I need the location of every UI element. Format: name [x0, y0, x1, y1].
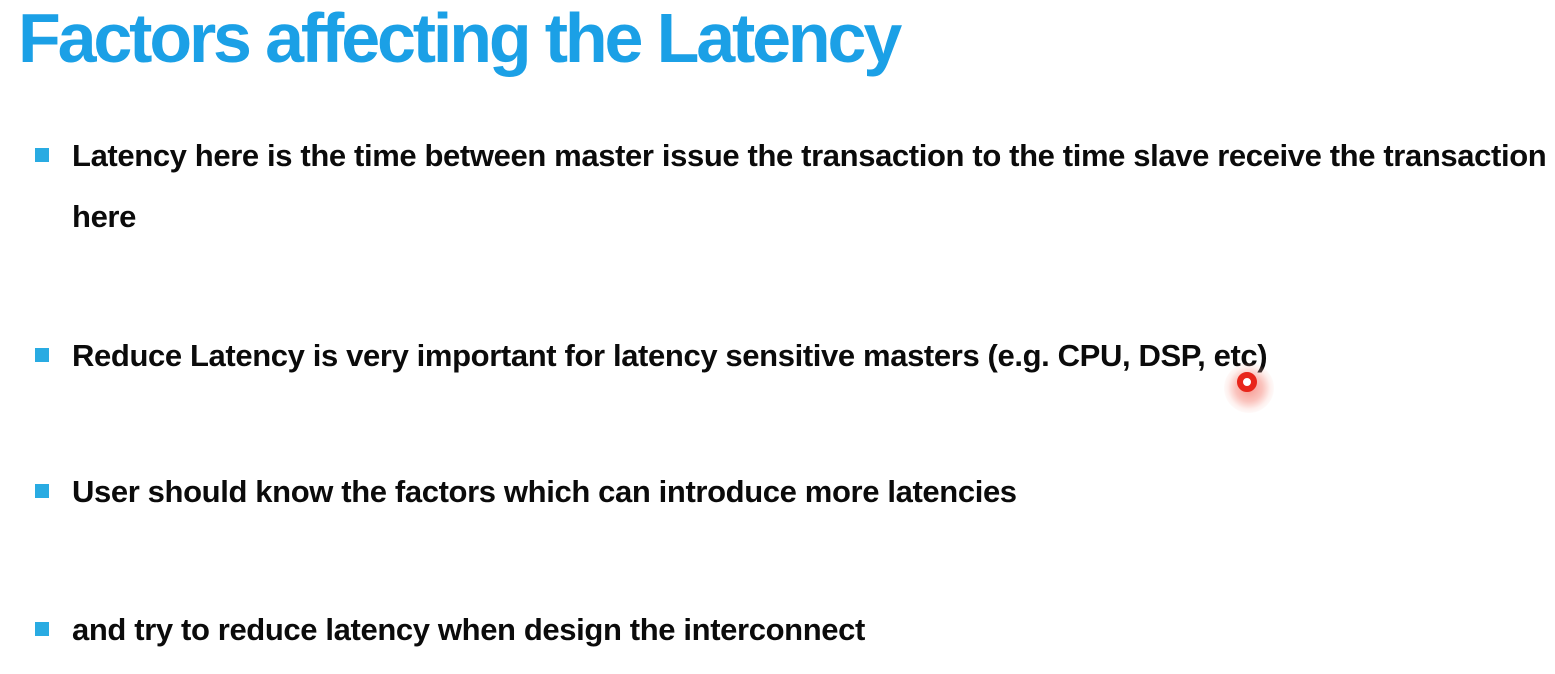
bullet-square-icon — [35, 622, 49, 636]
list-item: Reduce Latency is very important for lat… — [35, 325, 1268, 386]
list-item: and try to reduce latency when design th… — [35, 599, 865, 660]
bullet-text: and try to reduce latency when design th… — [72, 612, 865, 647]
list-item: Latency here is the time between master … — [35, 125, 1552, 247]
bullet-text: Latency here is the time between master … — [72, 138, 1547, 234]
page-title: Factors affecting the Latency — [18, 0, 902, 77]
list-item: User should know the factors which can i… — [35, 461, 1017, 522]
bullet-square-icon — [35, 484, 49, 498]
cursor-ring-icon — [1237, 372, 1257, 392]
bullet-square-icon — [35, 348, 49, 362]
bullet-text: Reduce Latency is very important for lat… — [72, 338, 1268, 373]
bullet-square-icon — [35, 148, 49, 162]
bullet-text: User should know the factors which can i… — [72, 474, 1017, 509]
